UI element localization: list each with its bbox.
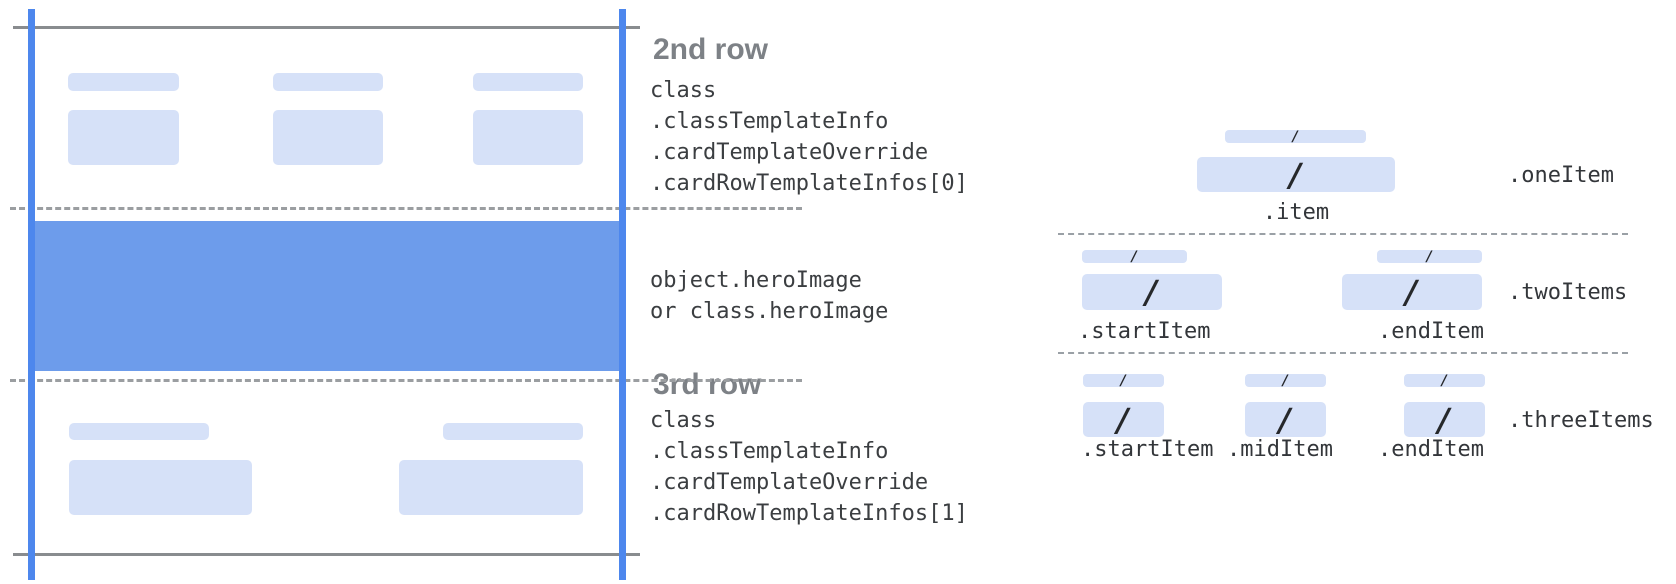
three-items-mid-big-bar: / (1245, 402, 1326, 437)
row2-col3-value-placeholder (473, 110, 583, 165)
two-items-end-small-bar: / (1377, 248, 1482, 265)
slash-glyph: / (1425, 248, 1434, 265)
three-items-end-small-bar: / (1404, 372, 1485, 389)
three-items-end-label: .endItem (1378, 437, 1484, 462)
row2-col2-value-placeholder (273, 110, 383, 165)
slash-glyph: / (1440, 372, 1449, 389)
slash-glyph: / (1286, 155, 1306, 194)
row2-code-line-1: class (650, 78, 717, 103)
two-items-start-small-bar: / (1082, 248, 1187, 265)
two-items-end-big-bar: / (1342, 274, 1482, 310)
row3-col1-label-placeholder (69, 423, 209, 440)
two-items-group-label: .twoItems (1508, 280, 1628, 305)
row2-code-line-3: .cardTemplateOverride (650, 140, 929, 165)
row3-code-line-4: .cardRowTemplateInfos[1] (650, 501, 968, 526)
two-items-end-label: .endItem (1378, 319, 1484, 344)
row2-col2-label-placeholder (273, 73, 383, 91)
card-right-edge-line (619, 9, 626, 580)
row2-code-line-2: .classTemplateInfo (650, 109, 889, 134)
one-item-label: .item (1262, 200, 1330, 225)
row2-col3-label-placeholder (473, 73, 583, 91)
hero-image-band (35, 221, 622, 371)
row2-code-line-4: .cardRowTemplateInfos[0] (650, 171, 968, 196)
row3-title: 3rd row (653, 368, 762, 401)
row2-col1-label-placeholder (68, 73, 179, 91)
three-items-end-big-bar: / (1404, 402, 1485, 437)
row3-code-line-3: .cardTemplateOverride (650, 470, 929, 495)
row2-col1-value-placeholder (68, 110, 179, 165)
one-item-small-bar: / (1225, 128, 1366, 145)
items-dashed-divider-2 (1058, 352, 1628, 354)
card-left-edge-line (28, 9, 35, 580)
slash-glyph: / (1119, 372, 1128, 389)
slash-glyph: / (1281, 372, 1290, 389)
three-items-mid-small-bar: / (1245, 372, 1326, 389)
one-item-big-bar: / (1197, 157, 1395, 192)
slash-glyph: / (1113, 400, 1134, 439)
slash-glyph: / (1402, 273, 1422, 311)
three-items-start-big-bar: / (1083, 402, 1164, 437)
row3-col2-label-placeholder (443, 423, 583, 440)
hero-code-line-2: or class.heroImage (650, 299, 889, 324)
row3-col1-value-placeholder (69, 460, 252, 515)
three-items-start-label: .startItem (1081, 437, 1214, 462)
row2-title: 2nd row (653, 33, 769, 66)
items-dashed-divider-1 (1058, 233, 1628, 235)
row3-code-line-1: class (650, 408, 717, 433)
slash-glyph: / (1434, 400, 1455, 439)
slash-glyph: / (1291, 128, 1300, 145)
slash-glyph: / (1130, 248, 1139, 265)
two-items-start-big-bar: / (1082, 274, 1222, 310)
three-items-start-small-bar: / (1083, 372, 1164, 389)
hero-bottom-dashed-line (10, 379, 802, 382)
card-bottom-line (13, 553, 640, 556)
slash-glyph: / (1142, 273, 1162, 311)
row2-bottom-dashed-line (10, 207, 802, 210)
slash-glyph: / (1275, 400, 1296, 439)
three-items-group-label: .threeItems (1508, 408, 1654, 433)
one-item-group-label: .oneItem (1508, 163, 1614, 188)
row3-code-line-2: .classTemplateInfo (650, 439, 889, 464)
two-items-start-label: .startItem (1078, 319, 1211, 344)
card-top-line (13, 26, 640, 29)
row3-col2-value-placeholder (399, 460, 583, 515)
three-items-mid-label: .midItem (1227, 437, 1333, 462)
hero-code-line-1: object.heroImage (650, 268, 862, 293)
